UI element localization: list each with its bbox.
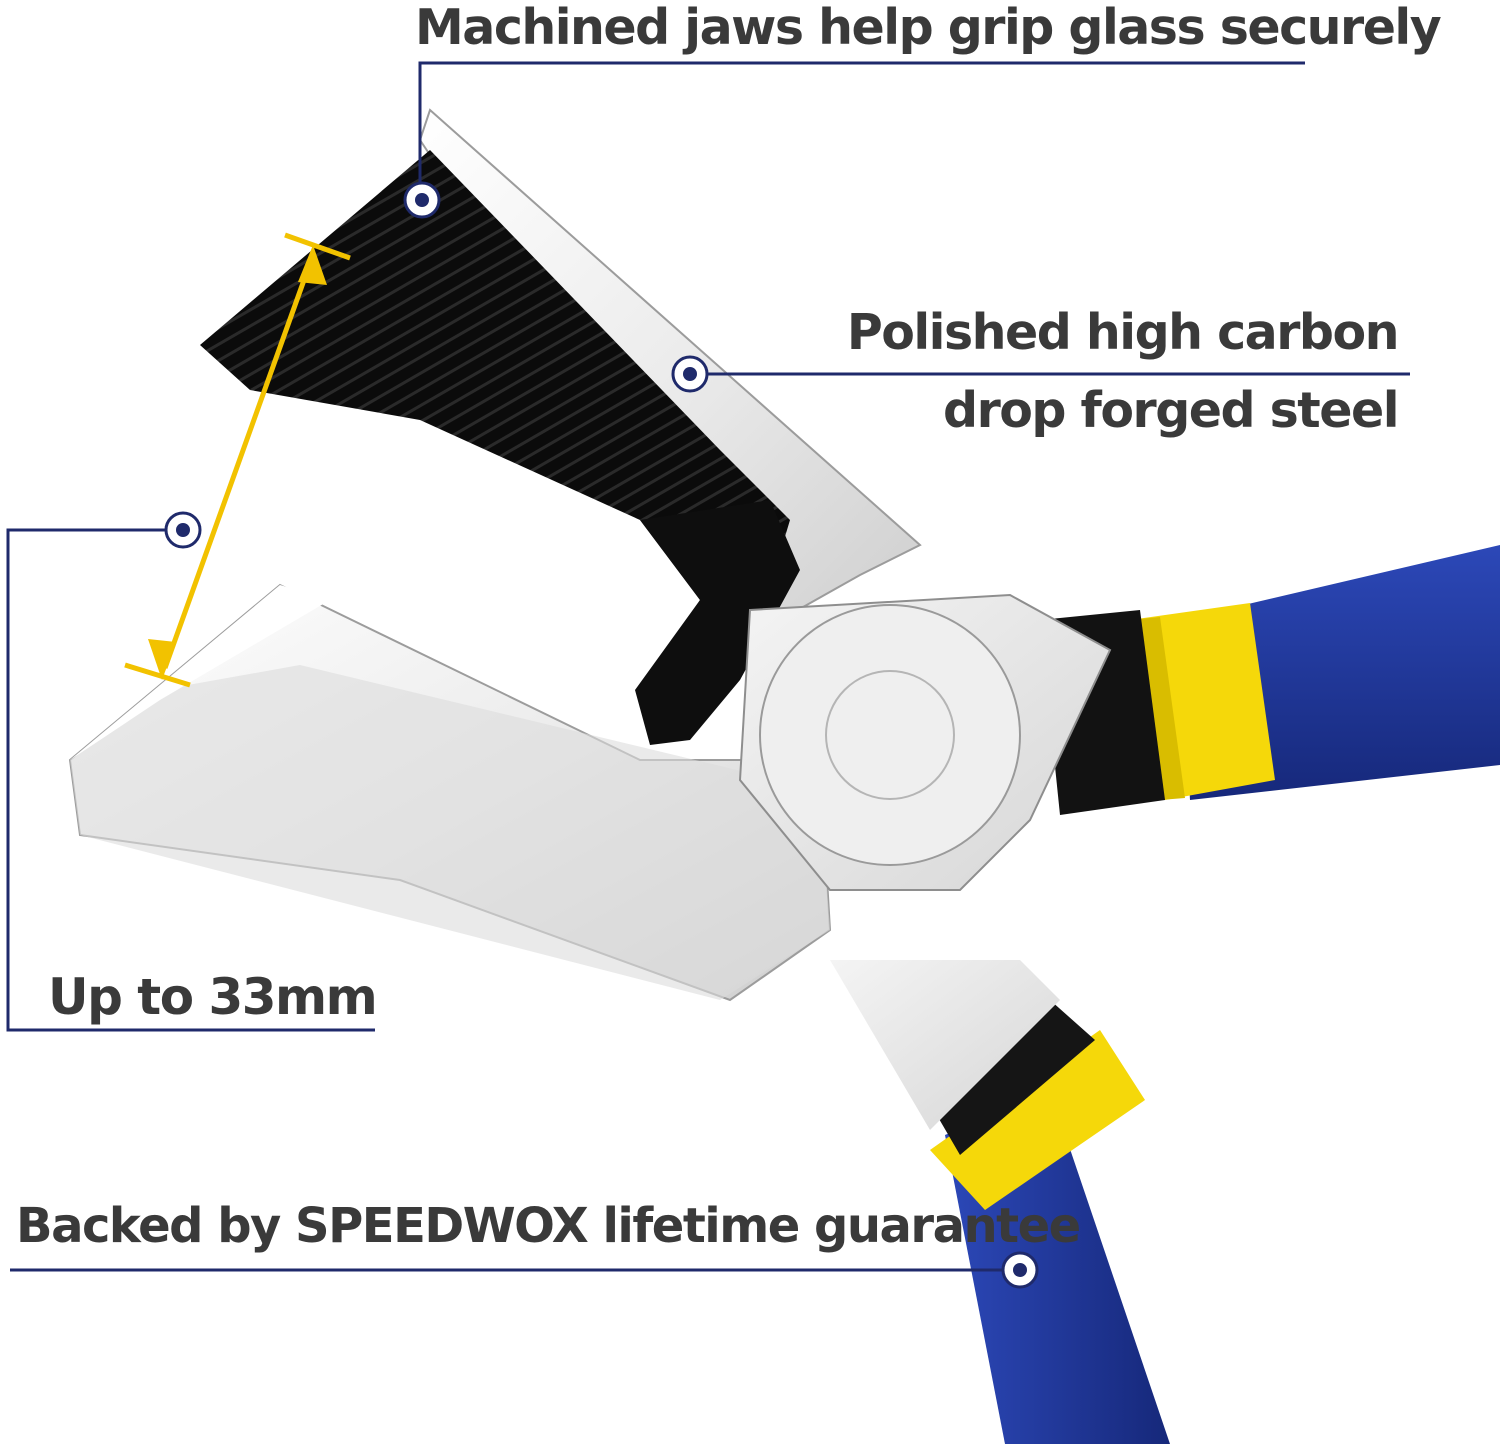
- callout-lines: [6, 61, 1410, 1272]
- callout-markers: [164, 181, 1039, 1289]
- opening-measure-arrow: [124, 232, 351, 688]
- jaws-callout-line: [418, 61, 1305, 200]
- steel-marker-icon: [671, 355, 709, 393]
- upper-jaw: [200, 108, 922, 745]
- guarantee-callout-text: Backed by SPEEDWOX lifetime guarantee: [16, 1198, 1081, 1254]
- opening-callout-line: [6, 528, 375, 1032]
- guarantee-marker-icon: [1001, 1251, 1039, 1289]
- jaws-callout-text: Machined jaws help grip glass securely: [415, 0, 1442, 56]
- jaws-marker-icon: [403, 181, 441, 219]
- pivot-joint: [738, 593, 1112, 891]
- lower-handle: [830, 960, 1170, 1444]
- opening-marker-icon: [164, 511, 202, 549]
- steel-callout-text-line2: drop forged steel: [943, 382, 1399, 439]
- lower-jaw: [68, 583, 832, 1002]
- upper-handle: [1040, 545, 1500, 815]
- opening-callout-text: Up to 33mm: [48, 968, 378, 1026]
- steel-callout-text-line1: Polished high carbon: [846, 304, 1400, 361]
